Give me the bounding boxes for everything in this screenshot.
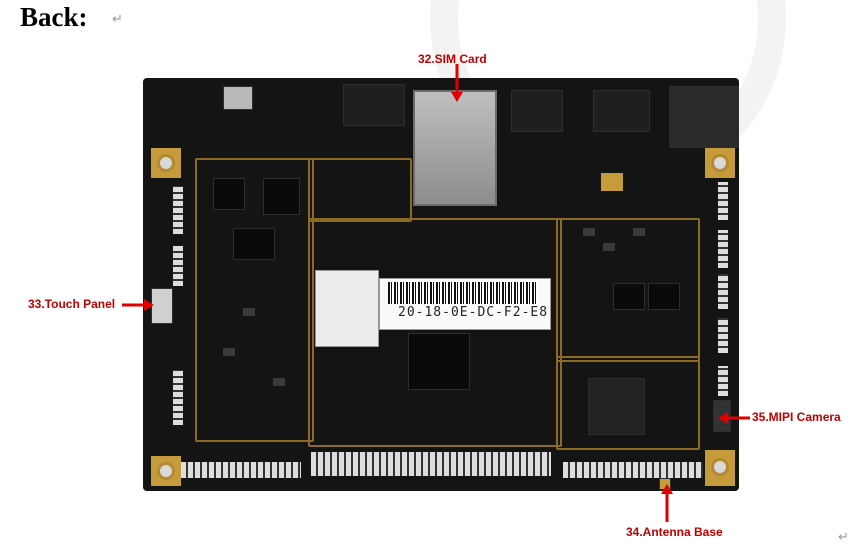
pin-header (173, 186, 183, 234)
return-mark-icon: ↵ (112, 12, 123, 27)
page-title: Back: (20, 2, 88, 32)
pin-header (311, 452, 551, 476)
ic-chip (648, 283, 680, 310)
callout-touch-panel: 33.Touch Panel (28, 297, 116, 311)
ic-chip (213, 178, 245, 210)
module-label (315, 270, 379, 347)
mount-hole (711, 458, 729, 476)
return-mark-icon: ↵ (838, 530, 849, 545)
usb-connector (343, 84, 405, 126)
mipi-arrow-icon (718, 412, 750, 424)
smd-component (243, 308, 255, 316)
smd-component (223, 348, 235, 356)
soc-chip (408, 333, 470, 390)
pcb-zone (308, 158, 412, 222)
touch-panel-connector (151, 288, 173, 324)
board-photo: 20-18-0E-DC-F2-E8 (143, 78, 739, 491)
sim-arrow-icon (451, 64, 463, 102)
mount-hole (157, 154, 175, 172)
antenna-arrow-icon (661, 484, 673, 522)
usb-connector (511, 90, 563, 132)
pcb-zone (556, 218, 700, 362)
sim-card-slot (413, 90, 497, 206)
mount-hole (157, 462, 175, 480)
pin-header (718, 366, 728, 396)
mount-hole (711, 154, 729, 172)
pin-header (173, 370, 183, 425)
pcb-zone (195, 158, 314, 442)
ic-chip (233, 228, 275, 260)
pin-header (718, 182, 728, 220)
pin-header (718, 318, 728, 353)
pcb-zone (308, 218, 562, 447)
smd-component (603, 243, 615, 251)
pin-header (173, 246, 183, 286)
pin-header (181, 462, 301, 478)
touch-arrow-icon (122, 299, 154, 311)
pin-header (563, 462, 703, 478)
tantalum-capacitor (601, 173, 623, 191)
pcb-zone (556, 356, 700, 450)
ic-chip (263, 178, 300, 215)
ethernet-port (669, 86, 739, 148)
pin-header (718, 274, 728, 309)
callout-mipi-camera: 35.MIPI Camera (752, 410, 841, 424)
callout-antenna-base: 34.Antenna Base (626, 525, 723, 539)
pin-header (718, 230, 728, 268)
smd-component (273, 378, 285, 386)
barcode (388, 282, 538, 304)
callout-sim-card: 32.SIM Card (418, 52, 487, 66)
smd-component (583, 228, 595, 236)
power-jack (223, 86, 253, 110)
smd-component (633, 228, 645, 236)
usb-connector (593, 90, 650, 132)
ic-chip (613, 283, 645, 310)
wifi-module (588, 378, 645, 435)
mac-address: 20-18-0E-DC-F2-E8 (398, 305, 549, 320)
